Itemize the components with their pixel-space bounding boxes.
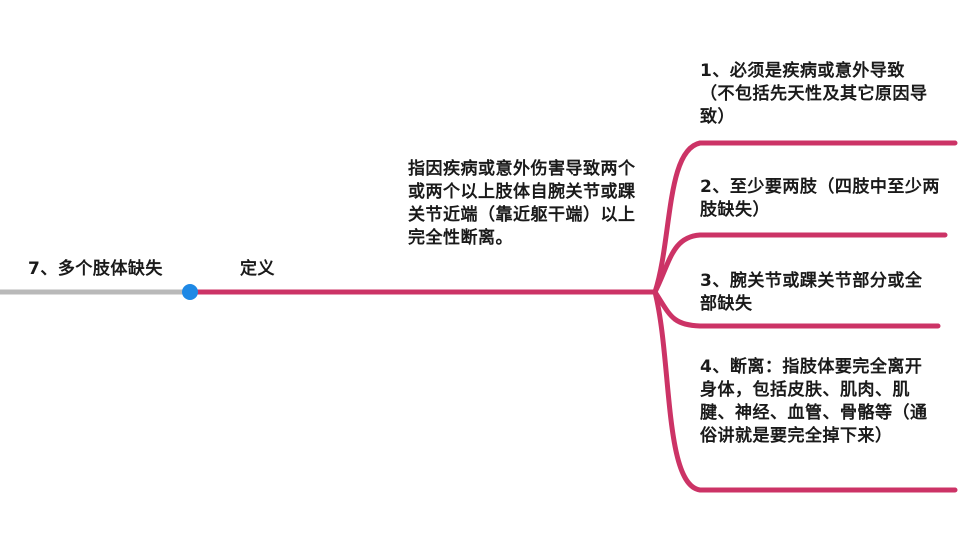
- criterion-1[interactable]: 1、必须是疾病或意外导致（不包括先天性及其它原因导致）: [700, 61, 928, 127]
- definition-description[interactable]: 指因疾病或意外伤害导致两个或两个以上肢体自腕关节或踝关节近端（靠近躯干端）以上完…: [408, 159, 636, 248]
- criterion-4[interactable]: 4、断离：指肢体要完全离开身体，包括皮肤、肌肉、肌腱、神经、血管、骨骼等（通俗讲…: [700, 357, 928, 446]
- criteria-branch-line-4: [652, 289, 958, 493]
- definition-topic[interactable]: 定义: [240, 259, 275, 279]
- node-dot[interactable]: [182, 284, 198, 300]
- criterion-3[interactable]: 3、腕关节或踝关节部分或全部缺失: [700, 271, 923, 314]
- criterion-2[interactable]: 2、至少要两肢（四肢中至少两肢缺失）: [700, 177, 940, 220]
- criteria-branch-line-3: [652, 289, 941, 329]
- root-topic[interactable]: 7、多个肢体缺失: [28, 259, 163, 279]
- criteria-branch-line-1: [652, 140, 958, 295]
- criteria-branch-line-2: [652, 232, 948, 295]
